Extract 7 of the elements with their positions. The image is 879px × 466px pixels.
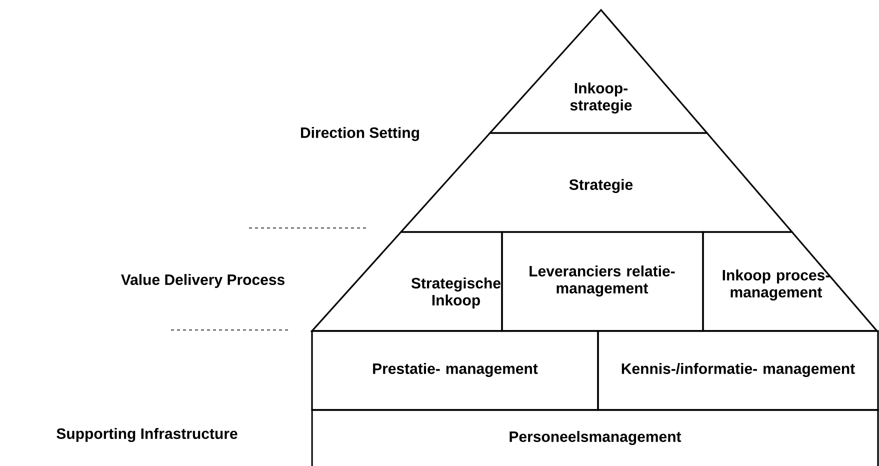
pyramid-section: Inkoop proces- management: [702, 231, 879, 332]
pyramid-section: Kennis-/informatie- management: [597, 330, 879, 411]
pyramid-section: Prestatie- management: [311, 330, 599, 411]
level-label: Value Delivery Process: [120, 274, 284, 288]
level-label: Supporting Infrastructure: [56, 428, 238, 442]
pyramid-section: Personeelsmanagement: [311, 409, 879, 466]
pyramid-section: Leveranciers relatie- management: [501, 231, 704, 332]
